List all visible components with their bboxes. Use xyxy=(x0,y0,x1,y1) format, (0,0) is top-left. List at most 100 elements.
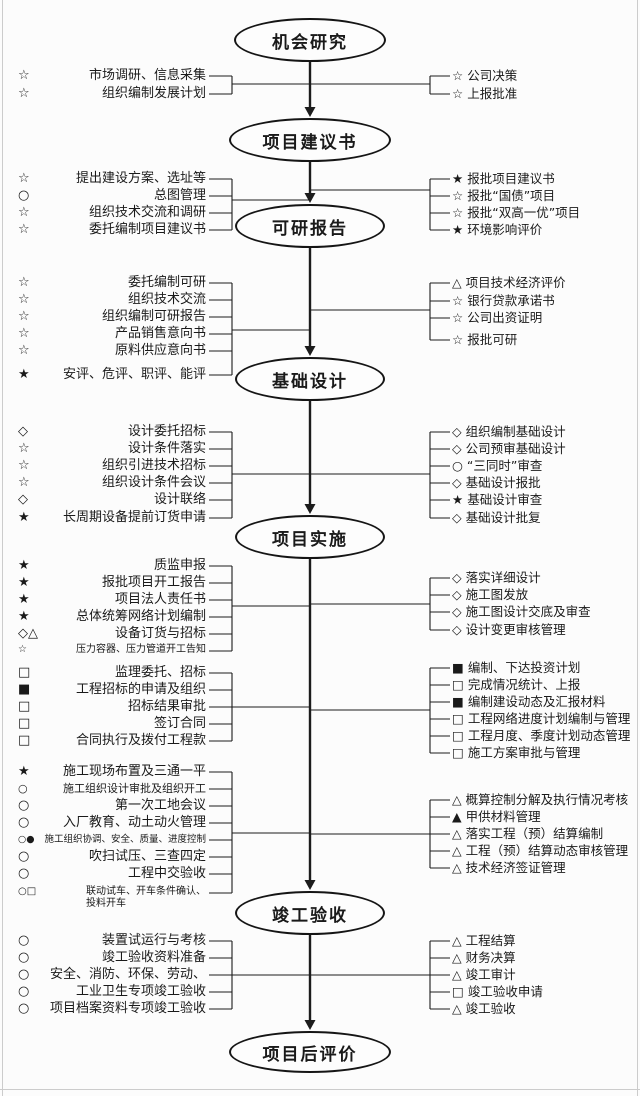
task-item: ◇设计变更审核管理 xyxy=(452,621,566,638)
task-marker-icon: ★ xyxy=(18,558,30,573)
arrow-down-icon xyxy=(304,880,316,890)
task-item: ☆银行贷款承诺书 xyxy=(452,292,555,309)
task-marker-icon: △ xyxy=(452,792,462,807)
task-marker-icon: ◇ xyxy=(452,570,462,585)
flow-node-post-project-evaluation: 项目后评价 xyxy=(229,1031,391,1073)
task-marker-icon: ☆ xyxy=(452,188,464,203)
task-marker-icon: ■ xyxy=(18,682,31,697)
task-marker-icon: □ xyxy=(18,716,31,731)
task-marker-icon: ▲ xyxy=(452,809,462,824)
arrow-down-icon xyxy=(304,1020,316,1030)
task-marker-icon: ☆ xyxy=(18,171,30,186)
task-marker-icon: □ xyxy=(18,699,31,714)
task-item: ☆组织编制发展计划 xyxy=(18,85,206,102)
task-label: 吹扫试压、三查四定 xyxy=(88,849,206,864)
task-label: 概算控制分解及执行情况考核 xyxy=(465,792,629,807)
task-label: 长周期设备提前订货申请 xyxy=(62,510,206,525)
task-label: 项目技术经济评价 xyxy=(465,275,566,290)
task-label: 签订合同 xyxy=(153,716,206,731)
task-item: ★施工现场布置及三通一平 xyxy=(18,763,206,780)
task-marker-icon: ◇ xyxy=(452,475,462,490)
flow-node-basic-design: 基础设计 xyxy=(235,357,385,401)
flow-node-feasibility-report: 可研报告 xyxy=(235,204,385,248)
task-label: 设计联络 xyxy=(153,492,206,507)
task-item: ○□联动试车、开车条件确认、 投料开车 xyxy=(18,886,206,910)
task-label: 施工组织设计审批及组织开工 xyxy=(63,782,206,795)
task-item: ■编制建设动态及汇报材料 xyxy=(452,693,605,710)
task-item: △项目技术经济评价 xyxy=(452,274,566,291)
task-item: □完成情况统计、上报 xyxy=(452,676,580,693)
flow-node-project-proposal: 项目建议书 xyxy=(229,118,391,162)
task-label: 公司出资证明 xyxy=(467,310,543,325)
task-item: ◇公司预审基础设计 xyxy=(452,440,566,457)
task-item: ☆市场调研、信息采集 xyxy=(18,67,206,84)
flow-node-label: 可研报告 xyxy=(272,218,348,239)
task-marker-icon: △ xyxy=(452,1001,462,1016)
task-item: △工程（预）结算动态审核管理 xyxy=(452,842,628,859)
task-item: □监理委托、招标 xyxy=(18,664,206,681)
task-item: ☆ 提出建设方案、选址等 xyxy=(18,170,206,187)
task-marker-icon: ○ xyxy=(18,188,30,203)
flow-node-label: 项目后评价 xyxy=(262,1044,358,1065)
task-marker-icon: ☆ xyxy=(452,68,464,83)
task-item: ★报批项目建议书 xyxy=(452,170,555,187)
task-marker-icon: ○ xyxy=(18,1001,30,1016)
task-label: 施工组织协调、安全、质量、进度控制 xyxy=(44,834,206,845)
flow-node-label: 基础设计 xyxy=(272,371,348,392)
task-label: 安评、危评、职评、能评 xyxy=(62,367,206,382)
task-label: 工程月度、季度计划动态管理 xyxy=(467,728,631,743)
task-label: 银行贷款承诺书 xyxy=(467,293,555,308)
task-label: 项目档案资料专项竣工验收 xyxy=(49,1001,206,1016)
task-item: ○工程中交验收 xyxy=(18,865,206,882)
task-label: 联动试车、开车条件确认、 投料开车 xyxy=(86,886,206,909)
task-item: ☆公司出资证明 xyxy=(452,309,542,326)
task-marker-icon: ◇ xyxy=(452,424,462,439)
task-marker-icon: ◇ xyxy=(452,587,462,602)
task-label: 编制建设动态及汇报材料 xyxy=(467,694,606,709)
task-label: 设计变更审核管理 xyxy=(465,622,566,637)
task-label: 装置试运行与考核 xyxy=(101,933,206,948)
task-item: ☆报批可研 xyxy=(452,331,517,348)
task-marker-icon: ☆ xyxy=(452,332,464,347)
scan-border-bottom xyxy=(0,1089,640,1090)
task-item: ☆组织技术交流和调研 xyxy=(18,204,206,221)
task-label: 报批项目开工报告 xyxy=(101,575,206,590)
task-label: 组织设计条件会议 xyxy=(101,475,206,490)
task-item: ◇设计委托招标 xyxy=(18,423,206,440)
task-item: ★ 安评、危评、职评、能评 xyxy=(18,366,206,383)
task-item: ☆组织引进技术招标 xyxy=(18,457,206,474)
task-item: □合同执行及拨付工程款 xyxy=(18,732,206,749)
task-item: □工程网络进度计划编制与管理 xyxy=(452,710,630,727)
task-marker-icon: ★ xyxy=(452,171,464,186)
task-label: 施工现场布置及三通一平 xyxy=(62,764,206,779)
task-label: 组织编制可研报告 xyxy=(101,309,206,324)
task-item: ◇施工图发放 xyxy=(452,586,528,603)
task-marker-icon: □ xyxy=(452,984,464,999)
task-label: 原料供应意向书 xyxy=(114,343,206,358)
task-marker-icon: ★ xyxy=(18,609,30,624)
task-item: ◇落实详细设计 xyxy=(452,569,541,586)
task-label: 工程招标的申请及组织 xyxy=(75,682,206,697)
task-label: 设计委托招标 xyxy=(127,424,206,439)
task-item: □工程月度、季度计划动态管理 xyxy=(452,727,630,744)
task-marker-icon: ■ xyxy=(452,694,464,709)
task-label: 提出建设方案、选址等 xyxy=(75,171,206,186)
arrow-down-icon xyxy=(304,107,316,117)
task-label: 竣工验收 xyxy=(465,1001,516,1016)
task-label: 设备订货与招标 xyxy=(114,626,206,641)
task-marker-icon: ★ xyxy=(18,367,30,382)
task-marker-icon: △ xyxy=(452,967,462,982)
task-item: □招标结果审批 xyxy=(18,698,206,715)
task-label: 设计条件落实 xyxy=(127,441,206,456)
task-item: ☆报批“国债”项目 xyxy=(452,187,555,204)
task-item: ◇组织编制基础设计 xyxy=(452,423,566,440)
task-marker-icon: ◇ xyxy=(452,441,462,456)
task-item: △落实工程（预）结算编制 xyxy=(452,825,603,842)
task-marker-icon: ○ xyxy=(18,849,30,864)
task-item: △工程结算 xyxy=(452,932,516,949)
task-marker-icon: ☆ xyxy=(452,310,464,325)
task-marker-icon: ○ xyxy=(18,815,30,830)
task-marker-icon: ○ xyxy=(18,933,30,948)
flow-node-project-implementation: 项目实施 xyxy=(235,515,385,559)
task-label: 工程结算 xyxy=(465,933,516,948)
